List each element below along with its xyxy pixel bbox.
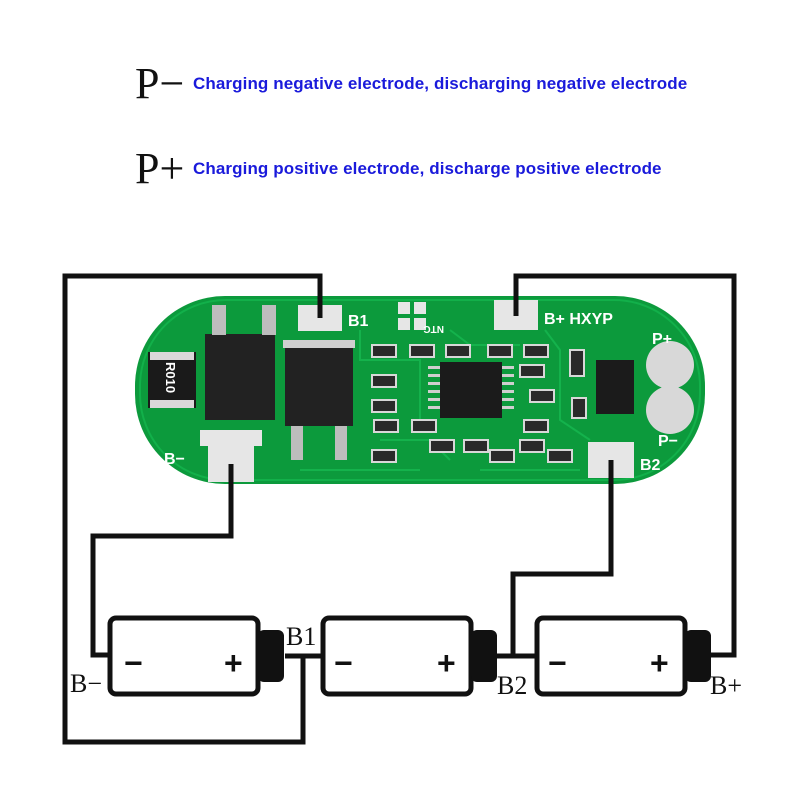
wire-b1 — [62, 273, 323, 745]
transistor — [596, 360, 634, 414]
resistor-label: R010 — [163, 362, 178, 393]
ntc-pad-1 — [398, 302, 410, 314]
wire-b2 — [510, 460, 614, 656]
pcb-label-b1: B1 — [348, 313, 369, 330]
wire-b-minus — [90, 464, 234, 658]
legend-text-p-plus: Charging positive electrode, discharge p… — [193, 159, 662, 178]
pad-p-minus — [646, 386, 694, 434]
wires — [62, 273, 737, 745]
legend-symbol-p-plus: P+ — [135, 144, 185, 193]
cell-1-plus: + — [224, 645, 243, 681]
wire-label-b1: B1 — [286, 622, 316, 651]
legend-p-minus: P− Charging negative electrode, discharg… — [135, 62, 687, 106]
wire-b-plus — [513, 273, 737, 658]
wire-label-b-minus: B− — [70, 669, 102, 698]
wire-label-b-plus: B+ — [710, 671, 742, 700]
cell-3-minus: − — [548, 645, 567, 681]
smd-components — [371, 344, 587, 463]
cell-2-minus: − — [334, 645, 353, 681]
legend-p-plus: P+ Charging positive electrode, discharg… — [135, 147, 662, 191]
legend-symbol-p-minus: P− — [135, 59, 185, 108]
pcb-label-p-minus: P− — [658, 433, 678, 450]
pcb-edge — [139, 299, 701, 481]
pcb-label-b2: B2 — [640, 457, 661, 474]
cell-3-plus: + — [650, 645, 669, 681]
cell-1-minus: − — [124, 645, 143, 681]
pcb-label-p-plus: P+ — [652, 331, 672, 348]
battery-cell-3: − + — [534, 615, 711, 697]
pcb-label-b-plus-brand: B+ HXYP — [544, 311, 613, 328]
legend-text-p-minus: Charging negative electrode, discharging… — [193, 74, 688, 93]
ic-pins — [428, 366, 514, 409]
mosfet-1 — [205, 334, 275, 420]
pcb-label-ntc: NTC — [423, 323, 444, 334]
pad-b-minus-strip — [200, 430, 262, 446]
pcb-board: B1 B+ HXYP P+ P− B− B2 NTC R010 — [135, 296, 705, 484]
pcb-label-b-minus: B− — [164, 451, 185, 468]
shunt-resistor — [148, 352, 196, 408]
ntc-pad-2 — [414, 302, 426, 314]
cell-2-plus: + — [437, 645, 456, 681]
protection-ic — [440, 362, 502, 418]
pad-p-plus — [646, 341, 694, 389]
battery-cell-1: − + — [107, 615, 284, 697]
ntc-pad-3 — [398, 318, 410, 330]
mosfet-2 — [285, 344, 353, 426]
wire-label-b2: B2 — [497, 671, 527, 700]
battery-cell-2: − + — [320, 615, 497, 697]
ntc-pad-4 — [414, 318, 426, 330]
